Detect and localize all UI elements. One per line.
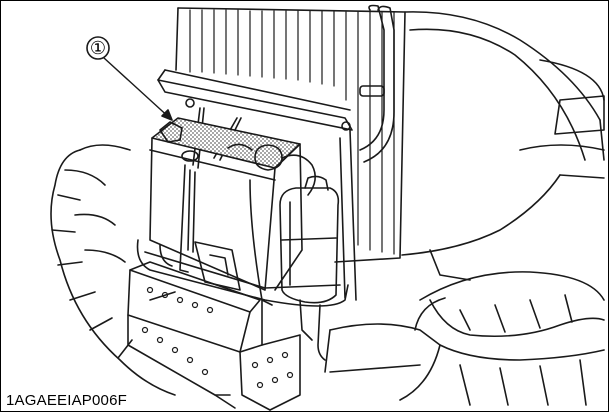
radiator (175, 4, 406, 263)
front-weight-bracket (127, 261, 301, 411)
left-tire (50, 144, 176, 396)
callout-arrowhead (161, 109, 173, 121)
battery (149, 117, 316, 306)
figure-code-label: 1AGAEEIAP006F (5, 392, 130, 409)
callout-circle (86, 36, 110, 60)
right-tire (324, 271, 605, 406)
reserve-tank (279, 175, 340, 304)
hood-outline (401, 11, 605, 281)
callout-number: ① (89, 37, 107, 59)
callout-leader-line (103, 57, 173, 121)
